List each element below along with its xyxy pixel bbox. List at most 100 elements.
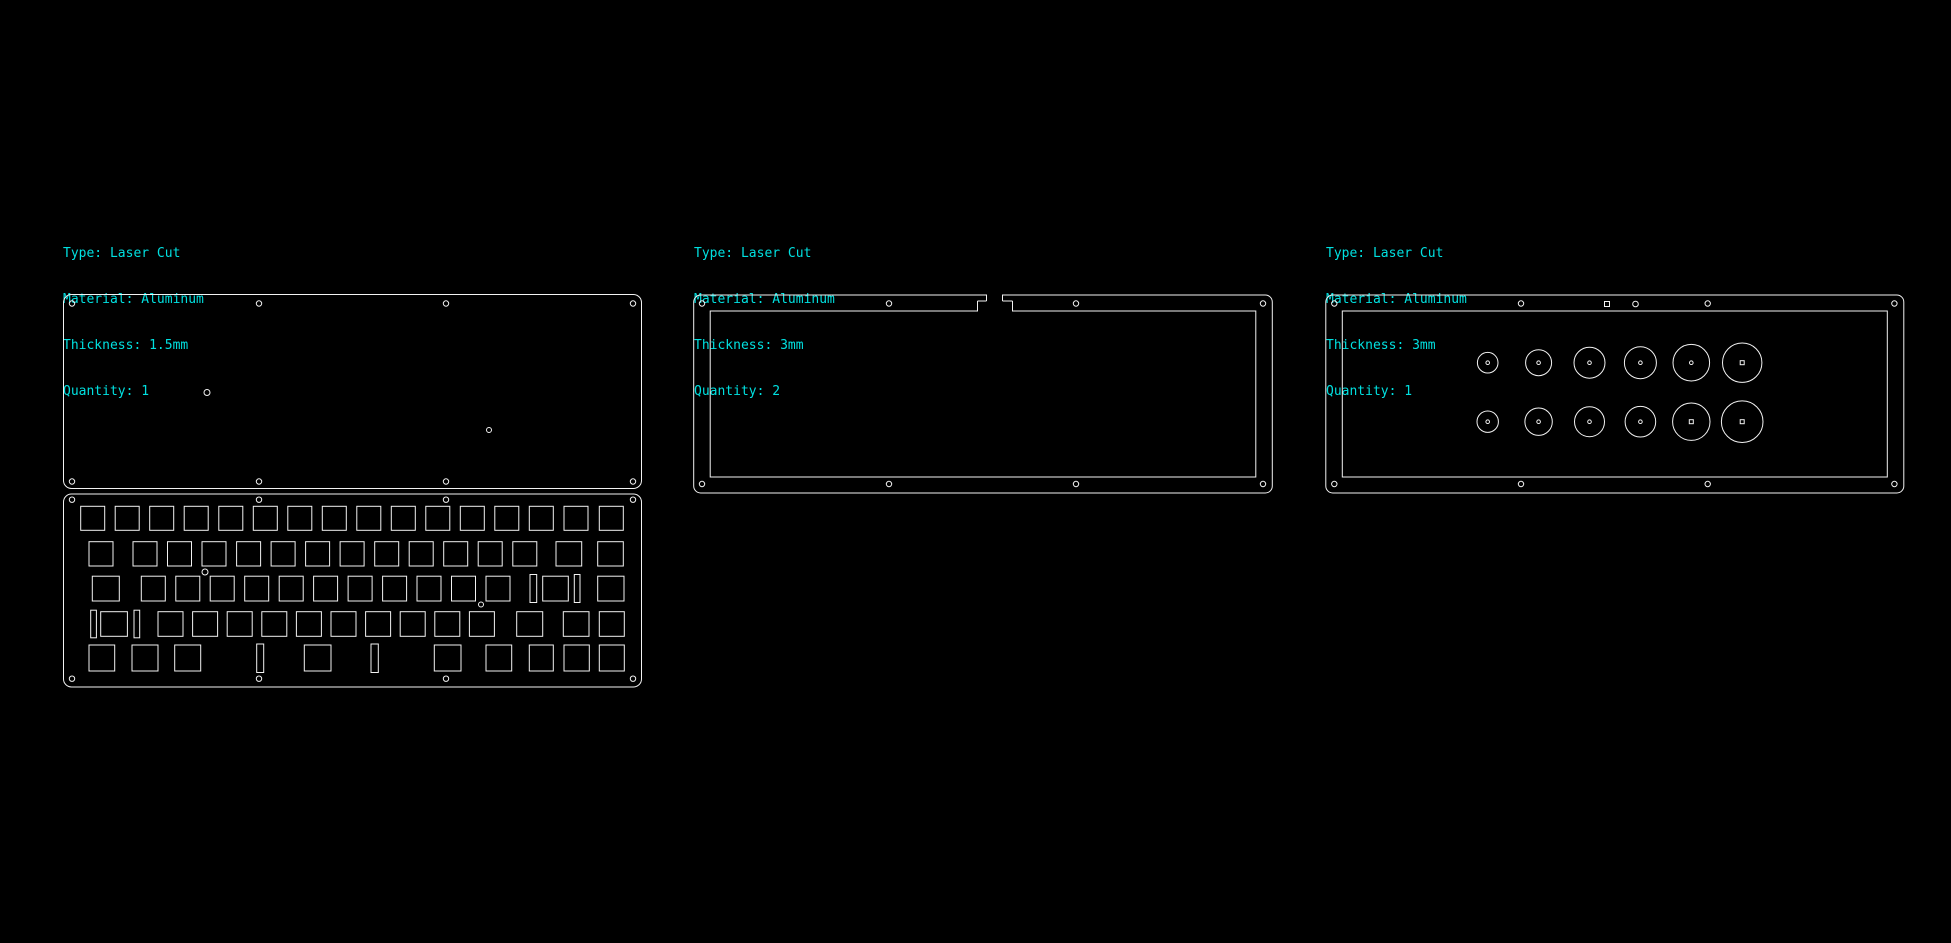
switch-cutout: [131, 644, 159, 672]
material-line: Material: Aluminum: [694, 292, 835, 308]
switch-cutout: [80, 505, 106, 531]
erase-mask: [986, 293, 1003, 297]
switch-cutout: [365, 611, 392, 637]
bottom-plate-screw-hole: [255, 300, 263, 307]
mid-frame-outline: [693, 294, 1273, 494]
switch-cutout: [244, 575, 270, 602]
knob-center-square: [1739, 360, 1745, 366]
switch-cutout: [598, 644, 625, 672]
knob-hole: [1672, 343, 1711, 382]
knob-center-hole: [1638, 419, 1643, 425]
knob-hole: [1672, 402, 1711, 441]
knob-center-square: [1739, 419, 1745, 425]
switch-cutout: [192, 611, 219, 637]
switch-plate-outline: [63, 493, 642, 688]
bottom-plate-screw-hole: [486, 427, 492, 433]
switch-cutout: [91, 575, 120, 602]
knob-plate-inner-wall: [1341, 310, 1888, 478]
switch-plate-screw-hole: [68, 675, 76, 682]
switch-cutout: [140, 575, 166, 602]
knob-hole: [1720, 400, 1764, 444]
switch-cutout: [321, 505, 347, 531]
switch-cutout: [339, 541, 365, 567]
mid-frame-screw-hole: [885, 300, 893, 307]
knob-plate-screw-hole: [1704, 480, 1711, 488]
switch-plate-screw-hole: [255, 675, 263, 682]
bottom-plate-outline: [63, 294, 642, 489]
switch-cutout: [573, 574, 581, 603]
mid-frame-screw-hole: [885, 480, 893, 488]
switch-cutout: [494, 505, 520, 531]
switch-cutout: [425, 505, 451, 531]
switch-cutout: [252, 505, 278, 531]
mid-frame-screw-hole: [1259, 480, 1267, 488]
type-line: Type: Laser Cut: [63, 245, 181, 261]
switch-cutout: [443, 541, 469, 567]
switch-cutout: [555, 541, 583, 567]
switch-cutout: [174, 644, 202, 672]
switch-cutout: [382, 575, 408, 602]
knob-center-hole: [1536, 419, 1541, 425]
switch-cutout: [408, 541, 434, 567]
knob-plate-screw-hole: [1331, 480, 1338, 488]
knob-center-hole: [1689, 360, 1694, 366]
knob-hole: [1624, 405, 1657, 438]
knob-hole: [1623, 346, 1657, 380]
knob-hole: [1525, 349, 1553, 377]
switch-cutout: [485, 644, 513, 672]
thickness-line: Thickness: 1.5mm: [63, 338, 189, 354]
switch-cutout: [270, 541, 296, 567]
switch-cutout: [563, 644, 590, 672]
switch-cutout: [313, 575, 339, 602]
switch-cutout: [459, 505, 485, 531]
knob-center-hole: [1587, 419, 1592, 425]
switch-cutout: [209, 575, 235, 602]
bottom-plate-screw-hole: [629, 478, 637, 485]
switch-cutout: [132, 541, 158, 567]
bottom-plate-screw-hole: [442, 300, 450, 307]
knob-plate-outline: [1325, 294, 1905, 494]
knob-plate-screw-hole: [1704, 300, 1711, 307]
switch-cutout: [434, 611, 461, 637]
knob-plate-screw-hole: [1517, 300, 1525, 307]
switch-cutout: [374, 541, 400, 567]
thickness-line: Thickness: 3mm: [1326, 338, 1436, 354]
bottom-plate-screw-hole: [255, 478, 263, 485]
switch-cutout: [88, 541, 114, 567]
bottom-plate-screw-hole: [442, 478, 450, 485]
switch-cutout: [133, 609, 141, 639]
mid-frame-screw-hole: [1072, 300, 1080, 307]
type-line: Type: Laser Cut: [694, 245, 812, 261]
quantity-line: Quantity: 1: [63, 384, 150, 400]
mid-frame-screw-hole: [698, 300, 706, 307]
switch-cutout: [477, 541, 503, 567]
switch-cutout: [88, 644, 116, 672]
switch-plate-screw-hole: [478, 601, 484, 608]
switch-cutout: [330, 611, 357, 637]
knob-hole: [1476, 410, 1499, 433]
switch-cutout: [598, 611, 625, 637]
erase-mask: [977, 309, 1013, 313]
switch-cutout: [278, 575, 304, 602]
material-line: Material: Aluminum: [63, 292, 204, 308]
knob-hole: [1573, 346, 1606, 379]
knob-plate-screw-hole: [1891, 480, 1898, 488]
switch-plate-screw-hole: [442, 675, 450, 682]
switch-plate-screw-hole: [629, 496, 637, 503]
panel-3-label: Type: Laser Cut Material: Aluminum Thick…: [1326, 215, 1467, 415]
knob-hole: [1574, 406, 1605, 438]
switch-cutout: [433, 644, 462, 672]
mid-frame-screw-hole: [698, 480, 706, 488]
switch-cutout: [468, 611, 495, 637]
switch-cutout: [236, 541, 262, 567]
knob-center-hole: [1638, 360, 1643, 366]
mid-frame-inner-wall: [709, 310, 1257, 478]
tiny-round-hole: [1632, 300, 1639, 308]
type-line: Type: Laser Cut: [1326, 245, 1444, 261]
switch-cutout: [598, 505, 624, 531]
switch-cutout: [370, 643, 379, 673]
switch-cutout: [516, 611, 544, 637]
knob-hole: [1476, 351, 1499, 374]
switch-cutout: [542, 575, 569, 602]
